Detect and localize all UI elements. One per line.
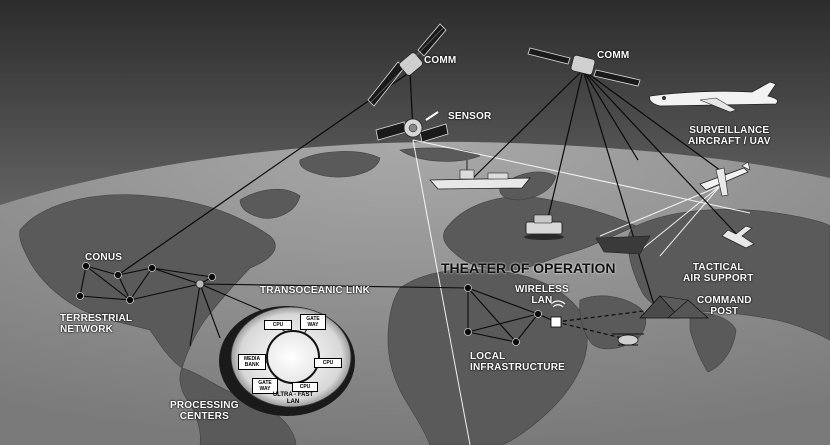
terrestrial-line1: TERRESTRIAL: [60, 313, 133, 324]
local-infrastructure: [467, 287, 557, 343]
media-bank-line1: MEDIA: [243, 356, 261, 362]
sensor-satellite-icon: [375, 111, 449, 143]
terrestrial-network-label: TERRESTRIAL NETWORK: [60, 313, 132, 335]
wireless-access-point: [550, 316, 562, 328]
cpu-chip-3: CPU: [292, 382, 318, 392]
gateway-1-line1: GATE: [306, 316, 320, 322]
comm-left-label: COMM: [424, 55, 457, 66]
comm-right-label: COMM: [597, 50, 630, 61]
local-line2: INFRASTRUCTURE: [470, 362, 566, 373]
ground-station-icon: [595, 235, 651, 255]
command-post-label: COMMAND POST: [697, 295, 752, 317]
helicopter-icon: [612, 333, 644, 346]
jet-aircraft-icon: [649, 81, 778, 113]
comm-satellite-left-icon: [367, 23, 447, 107]
theater-of-operation-label: THEATER OF OPERATION: [441, 260, 616, 276]
media-bank-line2: BANK: [244, 362, 260, 368]
cpu-chip-1: CPU: [264, 320, 292, 330]
ultra-fast-lan-line1: ULTRA - FAST: [272, 392, 314, 398]
processing-line1: PROCESSING: [170, 400, 239, 411]
surveillance-uav-icon: [699, 161, 751, 197]
conus-label: CONUS: [85, 252, 123, 263]
ultra-fast-lan-line2: LAN: [286, 399, 300, 405]
local-line1: LOCAL: [470, 351, 506, 362]
surveillance-label: SURVEILLANCE AIRCRAFT / UAV: [688, 125, 771, 147]
wireless-links: [555, 309, 653, 341]
wireless-lan-label: WIRELESS LAN: [515, 284, 569, 306]
processing-line2: CENTERS: [179, 411, 229, 422]
gateway-1-line2: WAY: [307, 322, 319, 328]
terrestrial-network: [79, 265, 469, 347]
gateway-chip-2: GATE WAY: [252, 378, 278, 394]
gateway-chip-1: GATE WAY: [300, 314, 326, 330]
local-infrastructure-label: LOCAL INFRASTRUCTURE: [470, 351, 565, 373]
cpu-2-label: CPU: [322, 360, 334, 366]
tactical-air-support-label: TACTICAL AIR SUPPORT: [683, 262, 754, 284]
cpu-chip-2: CPU: [314, 358, 342, 368]
command-post-icon: [639, 295, 710, 319]
terrestrial-line2: NETWORK: [60, 324, 114, 335]
comm-links: [117, 69, 741, 309]
comm-satellite-right-icon: [527, 47, 641, 87]
gateway-2-line1: GATE: [258, 380, 272, 386]
media-bank-chip: MEDIA BANK: [238, 354, 266, 370]
ultra-fast-lan-label: ULTRA - FAST LAN: [264, 392, 322, 406]
wireless-signal-icon: [550, 300, 566, 308]
network-nodes: [76, 262, 542, 346]
naval-ship-icon: [429, 160, 531, 190]
surveillance-line1: SURVEILLANCE: [689, 125, 770, 136]
transoceanic-link-label: TRANSOCEANIC LINK: [260, 285, 371, 296]
command-line1: COMMAND: [697, 295, 752, 306]
cpu-1-label: CPU: [272, 322, 284, 328]
surveillance-line2: AIRCRAFT / UAV: [688, 136, 771, 147]
processing-centers-label: PROCESSING CENTERS: [170, 400, 239, 422]
command-line2: POST: [710, 306, 739, 317]
cpu-3-label: CPU: [299, 384, 311, 390]
wireless-line1: WIRELESS: [515, 284, 569, 295]
tactical-aircraft-icon: [721, 225, 755, 249]
ground-vehicle-icon: [524, 214, 564, 240]
tactical-line1: TACTICAL: [692, 262, 744, 273]
wireless-line2: LAN: [531, 295, 553, 306]
gateway-2-line2: WAY: [259, 386, 271, 392]
tactical-line2: AIR SUPPORT: [683, 273, 754, 284]
sensor-label: SENSOR: [448, 111, 492, 122]
